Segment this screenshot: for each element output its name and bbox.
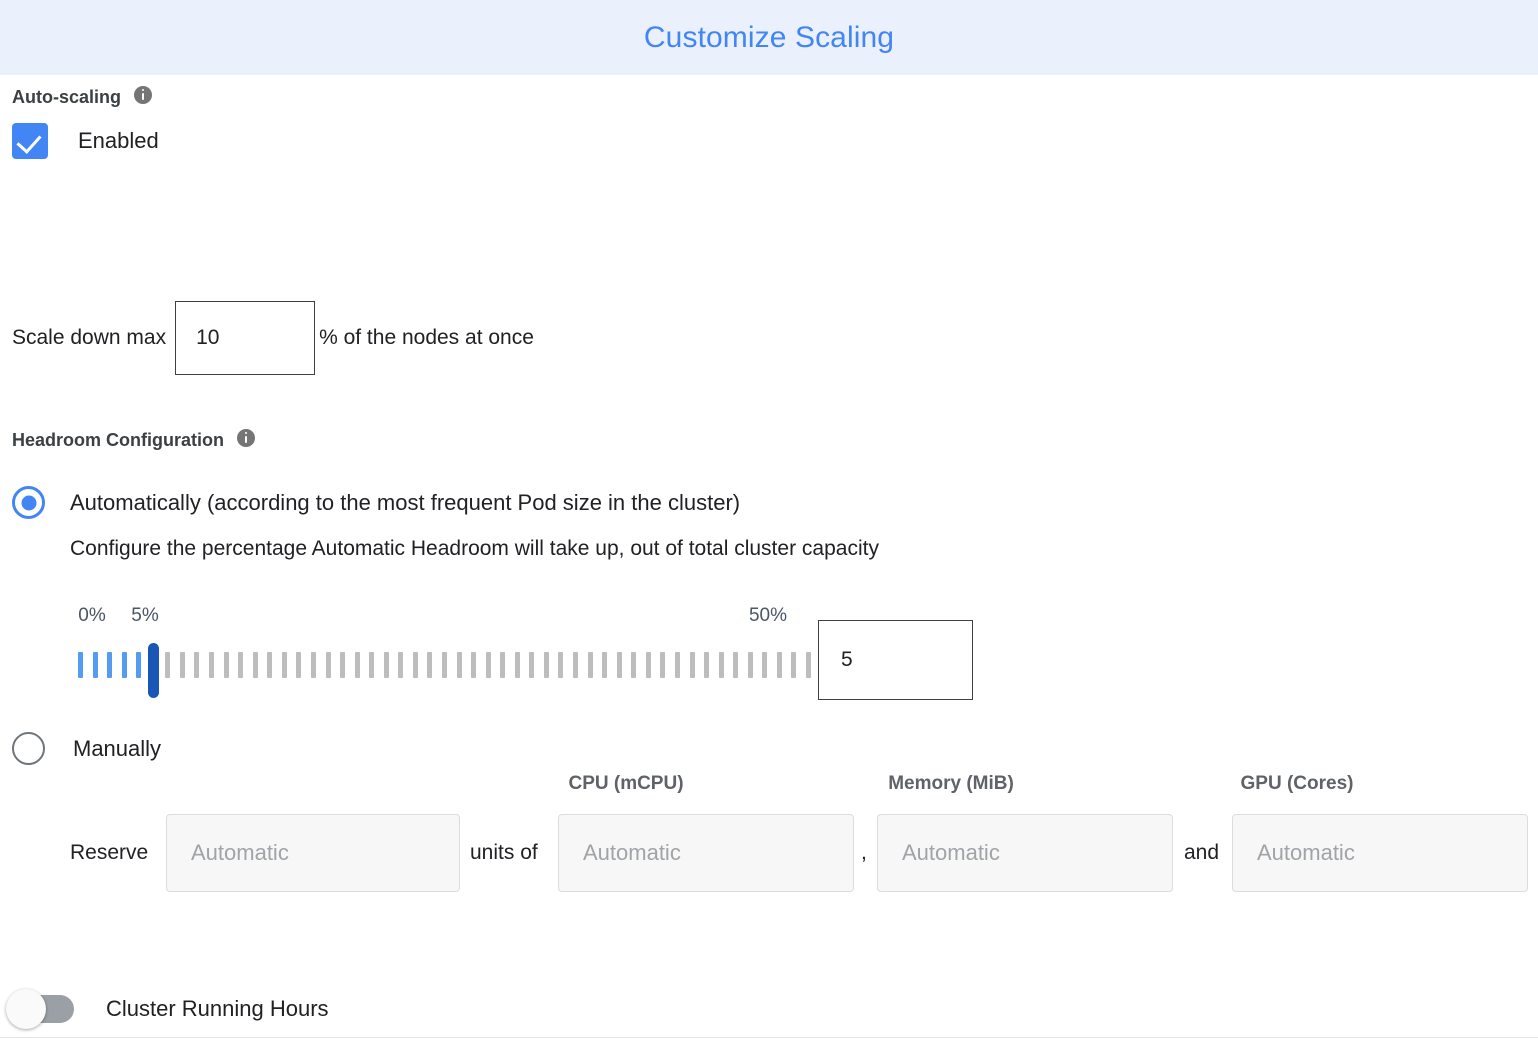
slider-tick xyxy=(616,652,622,678)
scale-down-max-input[interactable]: 10 xyxy=(175,301,316,375)
slider-tick xyxy=(340,652,346,678)
radio-automatic[interactable] xyxy=(12,486,45,519)
reserve-prefix-label: Reserve xyxy=(70,841,149,864)
cluster-running-hours-label: Cluster Running Hours xyxy=(106,996,329,1021)
slider-tick xyxy=(107,652,113,678)
toggle-knob xyxy=(6,989,46,1029)
slider-tick xyxy=(500,652,506,678)
headroom-section-header: Headroom Configuration xyxy=(12,428,256,451)
auto-scaling-section-header: Auto-scaling xyxy=(12,85,153,108)
slider-tick xyxy=(514,652,520,678)
slider-tick xyxy=(398,652,404,678)
slider-tick xyxy=(179,652,185,678)
slider-tick xyxy=(674,652,680,678)
slider-tick xyxy=(267,652,273,678)
slider-tick xyxy=(354,652,360,678)
auto-scaling-label: Auto-scaling xyxy=(12,87,122,107)
cluster-running-hours-row[interactable]: Cluster Running Hours xyxy=(6,989,329,1029)
auto-scaling-enabled-row[interactable]: Enabled xyxy=(12,123,159,159)
info-icon[interactable] xyxy=(134,86,153,104)
slider-tick xyxy=(252,652,258,678)
dialog-header: Customize Scaling xyxy=(0,0,1538,75)
scale-down-max-label: Scale down max xyxy=(12,326,167,349)
slider-tick xyxy=(456,652,462,678)
slider-tick xyxy=(412,652,418,678)
slider-tick xyxy=(660,652,666,678)
field-caption-memory: Memory (MiB) xyxy=(888,773,1014,794)
slider-tick xyxy=(631,652,637,678)
field-caption-gpu: GPU (Cores) xyxy=(1240,773,1354,794)
reserve-cpu-input[interactable]: Automatic xyxy=(558,814,854,892)
radio-automatic-label: Automatically (according to the most fre… xyxy=(70,489,741,515)
page-title: Customize Scaling xyxy=(643,20,895,54)
slider-tick xyxy=(92,652,98,678)
enabled-checkbox[interactable] xyxy=(12,123,48,159)
checkmark-icon xyxy=(16,128,42,154)
slider-tick xyxy=(209,652,215,678)
slider-tick xyxy=(791,652,797,678)
slider-tick xyxy=(165,652,171,678)
slider-tick xyxy=(543,652,549,678)
slider-tick xyxy=(223,652,229,678)
slider-tick xyxy=(529,652,535,678)
slider-tick xyxy=(747,652,753,678)
reserve-memory-input[interactable]: Automatic xyxy=(877,814,1173,892)
cluster-running-hours-toggle[interactable] xyxy=(6,989,74,1029)
scale-down-max-suffix: % of the nodes at once xyxy=(319,326,534,349)
slider-tick xyxy=(383,652,389,678)
slider-tick xyxy=(485,652,491,678)
slider-tick xyxy=(310,652,316,678)
headroom-percentage-slider[interactable] xyxy=(78,643,811,698)
slider-tick xyxy=(602,652,608,678)
slider-tick xyxy=(238,652,244,678)
slider-tick xyxy=(136,652,142,678)
slider-tick xyxy=(645,652,651,678)
headroom-configuration-label: Headroom Configuration xyxy=(12,430,224,450)
reserve-units-input[interactable]: Automatic xyxy=(166,814,460,892)
scale-down-max-row: Scale down max 10 % of the nodes at once xyxy=(12,301,534,375)
slider-tick xyxy=(194,652,200,678)
slider-tick xyxy=(733,652,739,678)
slider-tick xyxy=(558,652,564,678)
info-icon[interactable] xyxy=(237,429,256,447)
slider-tick xyxy=(762,652,768,678)
enabled-checkbox-label: Enabled xyxy=(78,128,159,153)
slider-handle[interactable] xyxy=(147,643,159,698)
slider-tick-label: 50% xyxy=(748,605,788,626)
field-caption-cpu: CPU (mCPU) xyxy=(568,773,684,794)
headroom-option-automatic[interactable]: Automatically (according to the most fre… xyxy=(12,486,740,519)
slider-tick xyxy=(806,652,811,678)
reserve-and-label: and xyxy=(1184,841,1220,864)
slider-tick xyxy=(121,652,127,678)
headroom-percentage-input[interactable]: 5 xyxy=(818,620,973,700)
slider-tick xyxy=(573,652,579,678)
reserve-comma-label: , xyxy=(861,841,867,864)
headroom-option-manual[interactable]: Manually xyxy=(12,732,161,765)
slider-tick xyxy=(689,652,695,678)
slider-tick xyxy=(718,652,724,678)
radio-manually[interactable] xyxy=(12,732,45,765)
slider-tick-label: 0% xyxy=(78,605,106,626)
slider-tick xyxy=(776,652,782,678)
slider-tick xyxy=(442,652,447,678)
slider-tick xyxy=(369,652,375,678)
slider-tick-label: 5% xyxy=(131,605,159,626)
slider-tick xyxy=(281,652,287,678)
radio-manually-label: Manually xyxy=(73,735,162,761)
slider-tick xyxy=(296,652,302,678)
headroom-description: Configure the percentage Automatic Headr… xyxy=(70,537,879,560)
slider-tick xyxy=(471,652,477,678)
slider-tick xyxy=(325,652,331,678)
slider-tick xyxy=(427,652,433,678)
slider-tick xyxy=(704,652,710,678)
reserve-gpu-input[interactable]: Automatic xyxy=(1232,814,1528,892)
slider-tick xyxy=(587,652,593,678)
slider-tick xyxy=(78,652,83,678)
reserve-units-label: units of xyxy=(470,841,538,864)
